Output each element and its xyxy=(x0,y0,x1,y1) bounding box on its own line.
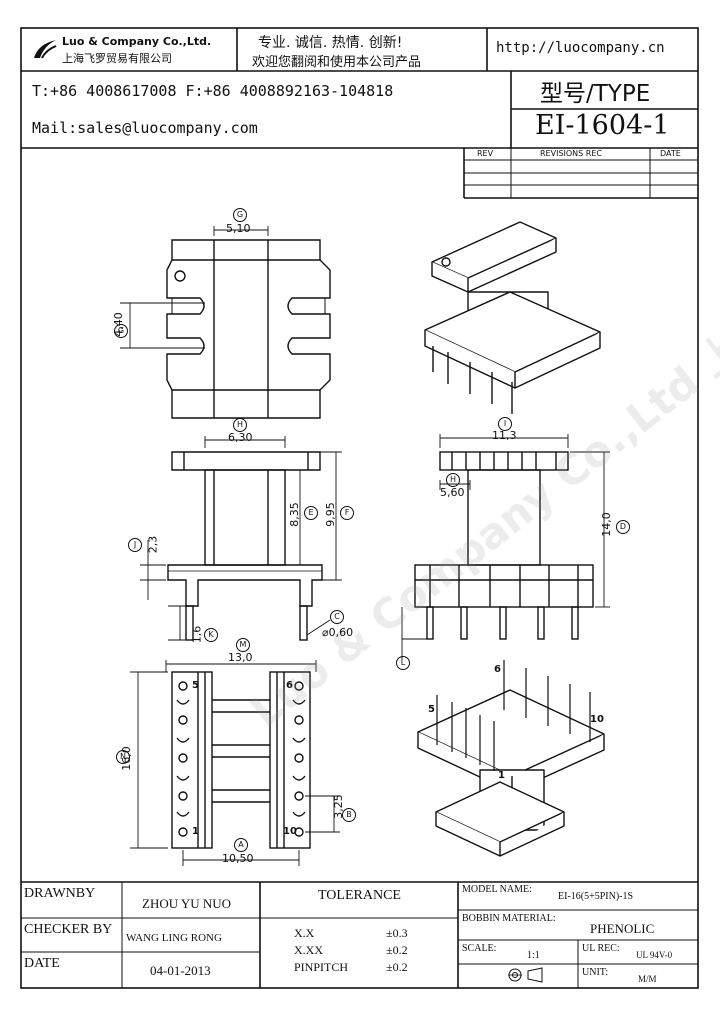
letter-j: J xyxy=(128,538,142,552)
unit-label: UNIT: xyxy=(582,967,609,978)
tol-key-2: X.XX xyxy=(294,943,323,957)
tol-val-3: ±0.2 xyxy=(386,960,408,974)
dim-c: ⌀0,60 xyxy=(322,626,354,639)
model-value: EI-16(5+5PIN)-1S xyxy=(558,891,634,902)
ul-label: UL REC: xyxy=(582,943,620,954)
letter-m: M xyxy=(236,638,250,652)
letter-g-top: G xyxy=(233,208,247,222)
company-name-en: Luo & Company Co.,Ltd. xyxy=(62,35,212,48)
letter-e: E xyxy=(304,506,318,520)
letter-h-side: H xyxy=(446,473,460,487)
dim-i-top: 11,3 xyxy=(492,429,517,442)
iso-pin-10: 10 xyxy=(590,714,604,725)
dim-m: 13,0 xyxy=(228,651,253,664)
type-label: 型号/TYPE xyxy=(540,81,651,107)
drawnby-value: ZHOU YU NUO xyxy=(142,896,232,911)
revisions-rec-header: REVISIONS REC xyxy=(540,149,602,158)
letter-l: L xyxy=(396,656,410,670)
website-url[interactable]: http://luocompany.cn xyxy=(496,40,665,56)
logo-swoosh-icon xyxy=(34,40,57,59)
scale-label: SCALE: xyxy=(462,943,497,954)
company-name-cn: 上海飞罗贸易有限公司 xyxy=(62,52,172,65)
material-value: PHENOLIC xyxy=(590,921,655,936)
company-logo xyxy=(30,36,60,62)
pin-label-1: 1 xyxy=(192,826,199,837)
model-label: MODEL NAME: xyxy=(462,884,532,895)
phone-fax: T:+86 4008617008 F:+86 4008892163-104818 xyxy=(32,82,394,100)
letter-h-front: H xyxy=(233,418,247,432)
dim-e: 8,35 xyxy=(287,502,301,527)
dim-a: 10,50 xyxy=(222,852,254,865)
material-label: BOBBIN MATERIAL: xyxy=(462,913,556,924)
tol-key-1: X.X xyxy=(294,926,315,940)
ul-value: UL 94V-0 xyxy=(636,950,673,960)
dim-f: 9,95 xyxy=(323,502,337,527)
dim-j: 2,3 xyxy=(146,535,160,554)
dim-g-top: 5,10 xyxy=(226,222,251,235)
checker-value: WANG LING RONG xyxy=(126,932,222,944)
tol-val-2: ±0.2 xyxy=(386,943,408,957)
tolerance-label: TOLERANCE xyxy=(318,888,401,903)
type-value: EI-1604-1 xyxy=(535,110,670,141)
letter-c: C xyxy=(330,610,344,624)
letter-b: B xyxy=(342,808,356,822)
tol-key-3: PINPITCH xyxy=(294,960,349,974)
date-label: DATE xyxy=(24,956,60,971)
letter-i: I xyxy=(498,417,512,431)
drawnby-label: DRAWNBY xyxy=(24,886,96,901)
scale-value: 1:1 xyxy=(527,950,540,961)
letter-a: A xyxy=(234,838,248,852)
dim-h-top: 6,30 xyxy=(228,431,253,444)
letter-n: N xyxy=(116,750,130,764)
dim-h-side: 5,60 xyxy=(440,486,465,499)
dim-k: 1,6 xyxy=(190,625,204,644)
tol-val-1: ±0.3 xyxy=(386,926,408,940)
unit-value: M/M xyxy=(638,974,657,984)
pin-label-6: 6 xyxy=(286,680,293,691)
date-header: DATE xyxy=(660,149,681,158)
pin-label-10: 10 xyxy=(283,826,297,837)
checker-label: CHECKER BY xyxy=(24,922,113,937)
date-value: 04-01-2013 xyxy=(150,963,211,978)
projection-icon xyxy=(508,967,546,987)
letter-g-left: G xyxy=(114,324,128,338)
letter-d: D xyxy=(616,520,630,534)
rev-header: REV xyxy=(477,149,494,158)
slogan-1: 专业. 诚信. 热情. 创新! xyxy=(258,35,403,51)
slogan-2: 欢迎您翻阅和使用本公司产品 xyxy=(252,55,422,70)
letter-k: K xyxy=(204,628,218,642)
email[interactable]: Mail:sales@luocompany.com xyxy=(32,119,258,137)
pin-label-5: 5 xyxy=(192,680,199,691)
iso-pin-1: 1 xyxy=(498,770,505,781)
iso-pin-6: 6 xyxy=(494,664,501,675)
letter-f: F xyxy=(340,506,354,520)
iso-pin-5: 5 xyxy=(428,704,435,715)
dim-d: 14,0 xyxy=(599,512,613,537)
